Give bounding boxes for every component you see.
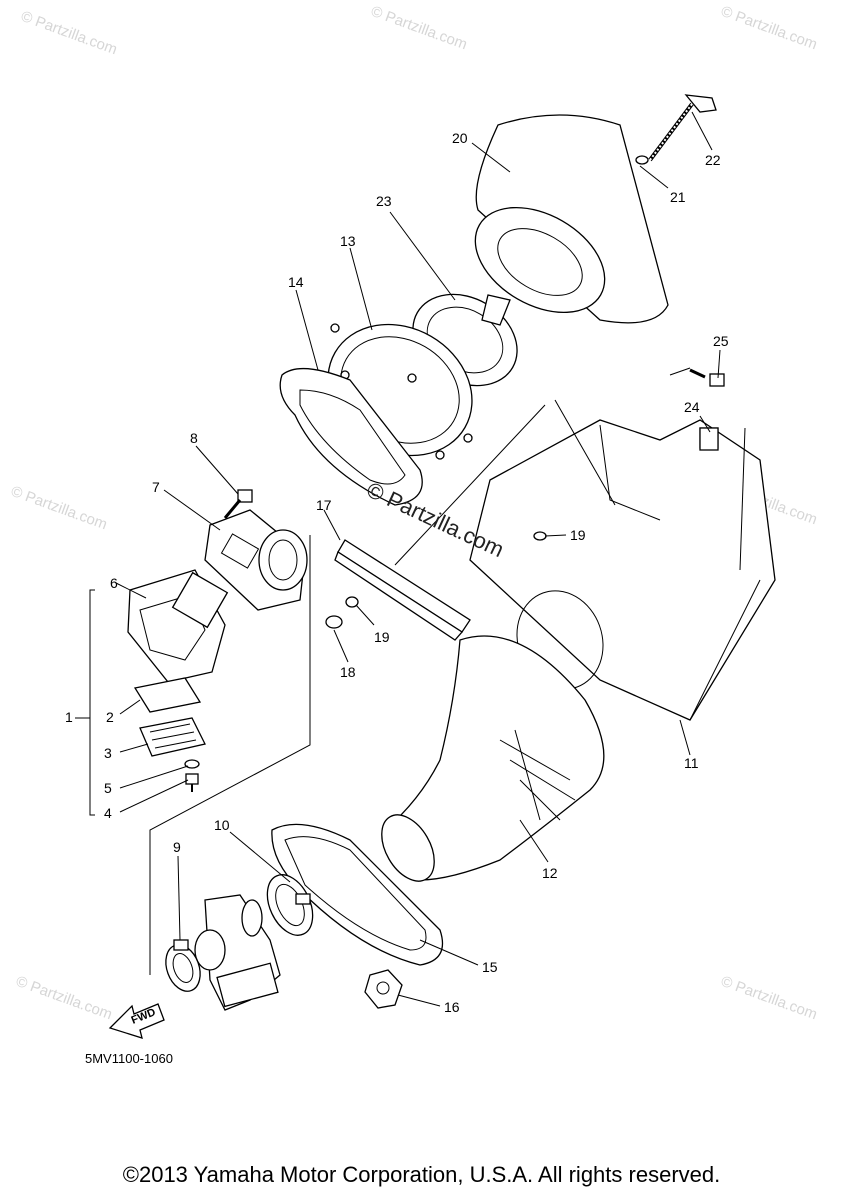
air-filter-element (474, 114, 669, 324)
fwd-arrow-icon: FWD (108, 1003, 165, 1039)
callout-6: 6 (110, 575, 118, 591)
nut-16 (364, 969, 403, 1009)
clamp-9 (165, 939, 201, 992)
clip-24 (699, 427, 719, 451)
watermark: © Partzilla.com (719, 973, 820, 1024)
copyright-notice: ©2013 Yamaha Motor Corporation, U.S.A. A… (122, 1162, 721, 1187)
reed-2 (133, 677, 202, 713)
watermark: © Partzilla.com (719, 3, 820, 54)
callout-8: 8 (190, 430, 198, 446)
plate-17 (334, 539, 471, 641)
callout-4: 4 (104, 805, 112, 821)
callout-10: 10 (214, 817, 230, 833)
bolt-8 (223, 489, 253, 519)
stopper-3 (139, 717, 206, 757)
callout-21: 21 (670, 189, 686, 205)
callout-24: 24 (684, 399, 700, 415)
intake-duct-12 (381, 635, 605, 882)
callout-20: 20 (452, 130, 468, 146)
callout-18: 18 (340, 664, 356, 680)
callout-25: 25 (713, 333, 729, 349)
callout-9: 9 (173, 839, 181, 855)
carburetor (194, 894, 281, 1011)
watermark: © Partzilla.com (369, 3, 470, 54)
callout-2: 2 (106, 709, 114, 725)
watermark: © Partzilla.com (14, 973, 115, 1024)
callout-labels: 1 2 3 4 5 6 7 8 9 10 11 12 13 14 15 16 1… (65, 130, 729, 1015)
callout-3: 3 (104, 745, 112, 761)
callout-12: 12 (542, 865, 558, 881)
reed-valve-6 (127, 569, 229, 683)
washer-21 (635, 155, 649, 165)
washer-19a (533, 531, 547, 541)
callout-7: 7 (152, 479, 160, 495)
callout-13: 13 (340, 233, 356, 249)
gasket-14 (279, 367, 423, 506)
bolt-22 (648, 94, 717, 162)
callout-19a: 19 (570, 527, 586, 543)
callout-1: 1 (65, 709, 73, 725)
callout-22: 22 (705, 152, 721, 168)
callout-19b: 19 (374, 629, 390, 645)
screw-4 (185, 773, 199, 792)
callout-5: 5 (104, 780, 112, 796)
washer-19b (345, 596, 359, 608)
callout-14: 14 (288, 274, 304, 290)
callout-23: 23 (376, 193, 392, 209)
callout-11: 11 (684, 755, 699, 771)
clamp-10 (266, 874, 314, 936)
diagram-code: 5MV1100-1060 (85, 1051, 173, 1066)
watermark: © Partzilla.com (9, 483, 110, 534)
callout-16: 16 (444, 999, 460, 1015)
callout-17: 17 (316, 497, 332, 513)
watermark: © Partzilla.com (19, 8, 120, 59)
callout-15: 15 (482, 959, 498, 975)
rivet-18 (325, 615, 343, 629)
bolt-25 (689, 368, 725, 387)
leader-lines (75, 111, 746, 1007)
manifold-joint-7 (204, 509, 308, 611)
washer-5 (184, 759, 200, 769)
